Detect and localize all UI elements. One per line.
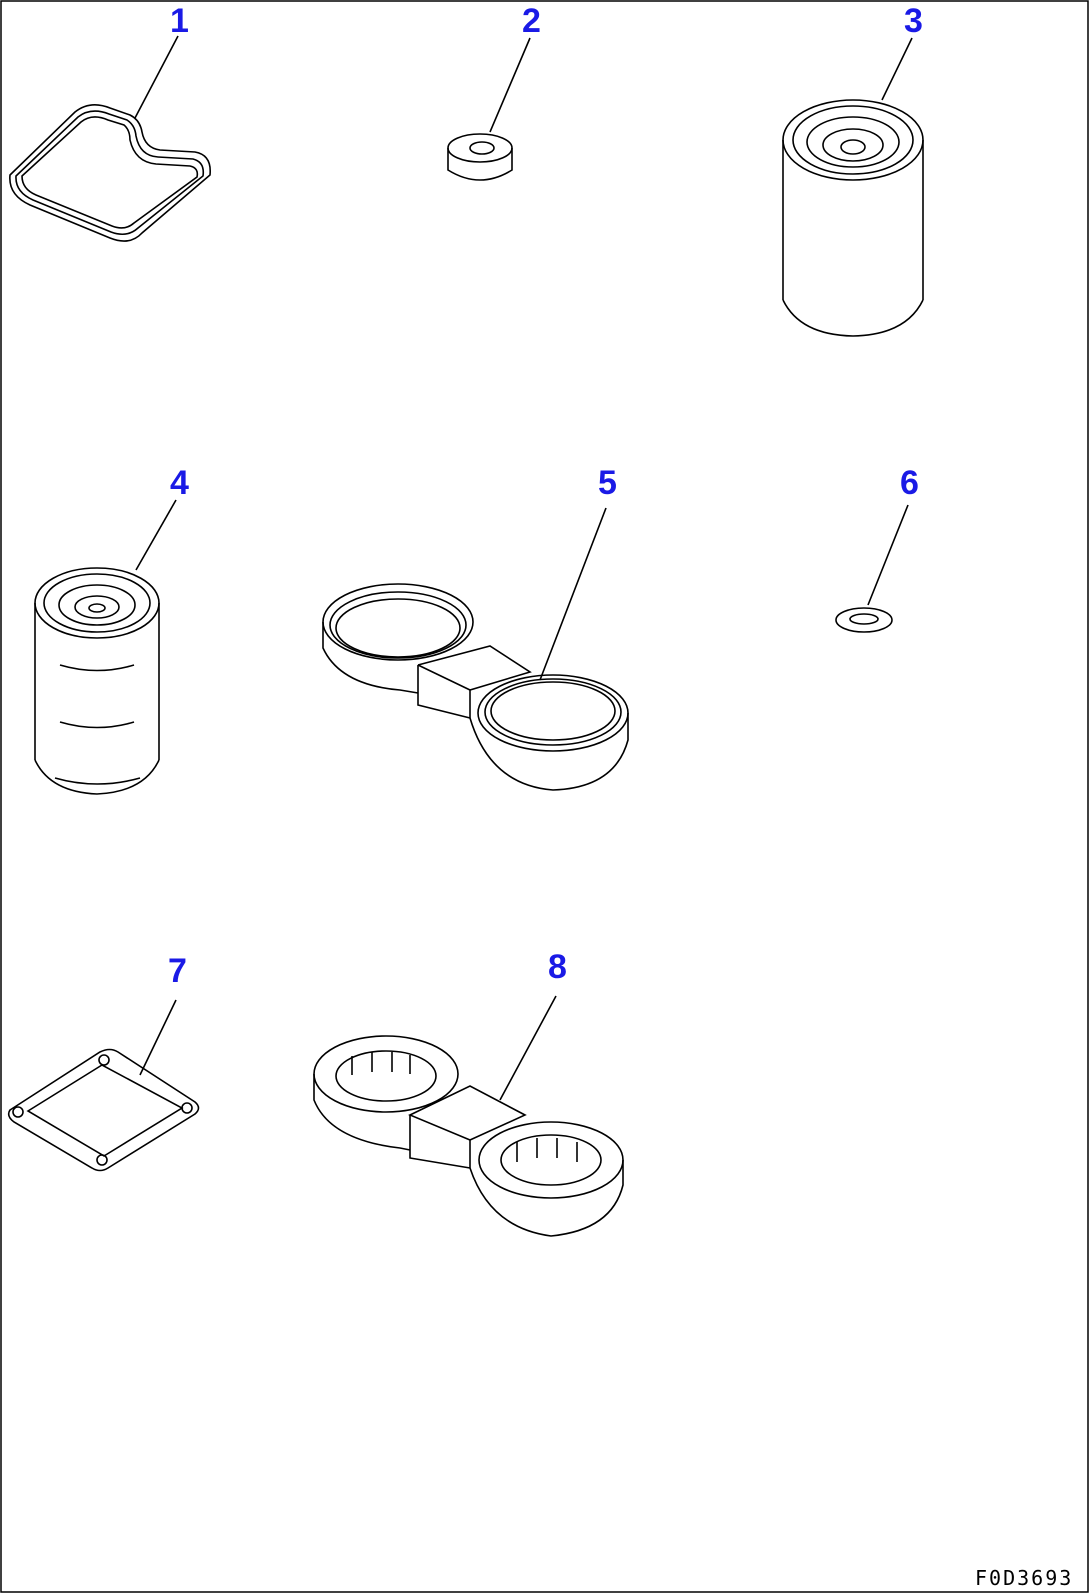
filter-cartridge-part-4 (34, 567, 160, 795)
callout-number-5: 5 (598, 464, 617, 502)
drawing-code: F0D3693 (975, 1566, 1073, 1590)
plate-gasket-part-7 (7, 1048, 200, 1172)
callout-number-1: 1 (170, 2, 189, 40)
filter-cartridge-part-3 (782, 99, 924, 337)
leader-line-1 (134, 35, 179, 119)
leader-line-2 (489, 37, 531, 133)
leader-line-5 (539, 507, 607, 681)
callout-number-8: 8 (548, 948, 567, 986)
leader-line-8 (499, 995, 557, 1101)
bushing-part-2 (447, 133, 513, 181)
leader-line-7 (139, 999, 177, 1076)
callout-number-7: 7 (168, 952, 187, 990)
gasket-part-1 (9, 104, 212, 242)
leader-line-3 (881, 37, 913, 101)
callout-number-4: 4 (170, 464, 189, 502)
leader-line-4 (135, 499, 177, 571)
leader-line-6 (867, 504, 909, 606)
callout-number-6: 6 (900, 464, 919, 502)
filter-wrench-part-8 (313, 1035, 624, 1237)
callout-number-2: 2 (522, 2, 541, 40)
filter-wrench-part-5 (322, 583, 629, 791)
washer-part-6 (835, 607, 893, 633)
callout-number-3: 3 (904, 2, 923, 40)
